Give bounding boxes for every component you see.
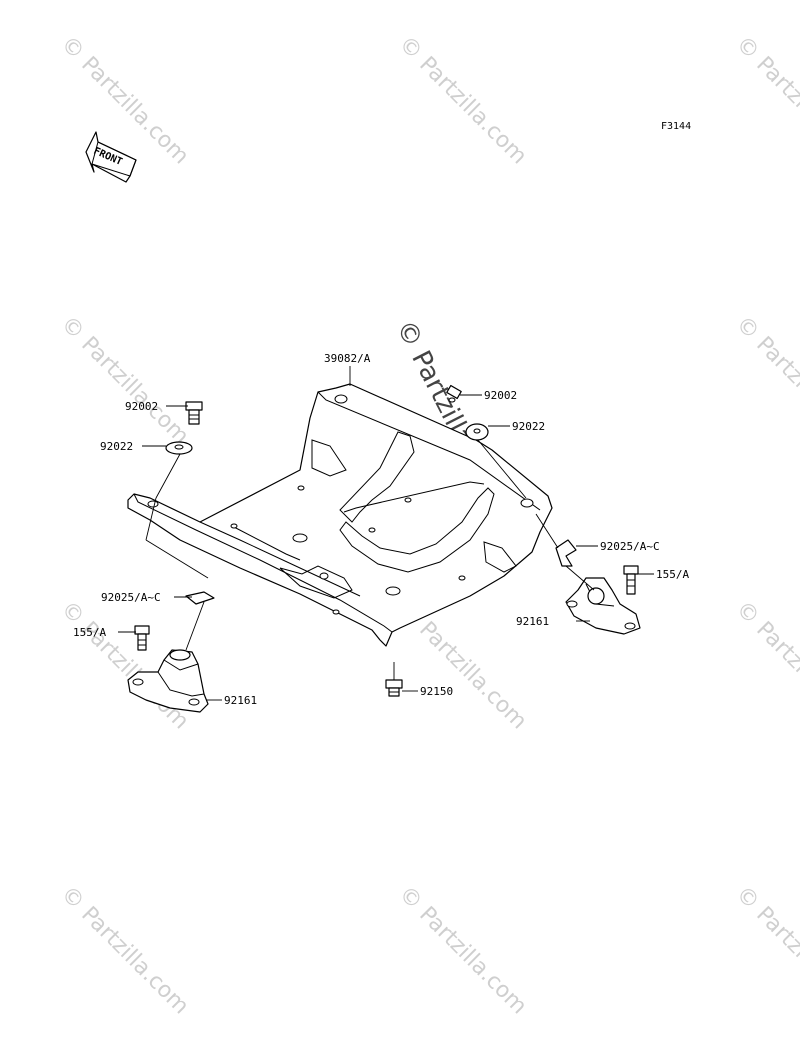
- screw-left: [134, 625, 150, 651]
- engine-mount-right: [565, 577, 641, 635]
- watermark: © Partzilla.com: [731, 32, 800, 170]
- watermark: © Partzilla.com: [56, 32, 194, 170]
- watermark: © Partzilla.com: [56, 312, 194, 450]
- label-mount-right: 92161: [516, 615, 549, 628]
- engine-mount-left: [127, 649, 209, 713]
- watermark: © Partzilla.com: [56, 882, 194, 1020]
- label-washer-left: 92022: [100, 440, 133, 453]
- label-bolt-left: 92002: [125, 400, 158, 413]
- watermark: © Partzilla.com: [394, 32, 532, 170]
- bolt-left: [185, 401, 203, 425]
- leader-lines: [118, 366, 654, 701]
- watermark: © Partzilla.com: [731, 312, 800, 450]
- washer-left: [165, 441, 193, 455]
- bolt-bottom: [385, 679, 403, 697]
- watermark: © Partzilla.com: [394, 882, 532, 1020]
- label-washer-right: 92022: [512, 420, 545, 433]
- bolt-right: [446, 384, 462, 403]
- label-clip-left: 92025/A~C: [101, 591, 161, 604]
- front-arrow-icon: FRONT: [85, 131, 137, 183]
- clip-right: [555, 539, 577, 567]
- clip-left: [185, 591, 215, 605]
- screw-right: [623, 565, 639, 595]
- skid-plate-guard: [127, 383, 553, 647]
- label-clip-right: 92025/A~C: [600, 540, 660, 553]
- label-screw-right: 155/A: [656, 568, 689, 581]
- label-bolt-right: 92002: [484, 389, 517, 402]
- label-mount-left: 92161: [224, 694, 257, 707]
- label-bolt-bottom: 92150: [420, 685, 453, 698]
- figure-code: F3144: [661, 121, 691, 132]
- label-guard: 39082/A: [324, 352, 371, 365]
- watermark: © Partzilla.com: [731, 882, 800, 1020]
- label-screw-left: 155/A: [73, 626, 106, 639]
- washer-right: [465, 423, 489, 441]
- watermark: © Partzilla.com: [731, 597, 800, 735]
